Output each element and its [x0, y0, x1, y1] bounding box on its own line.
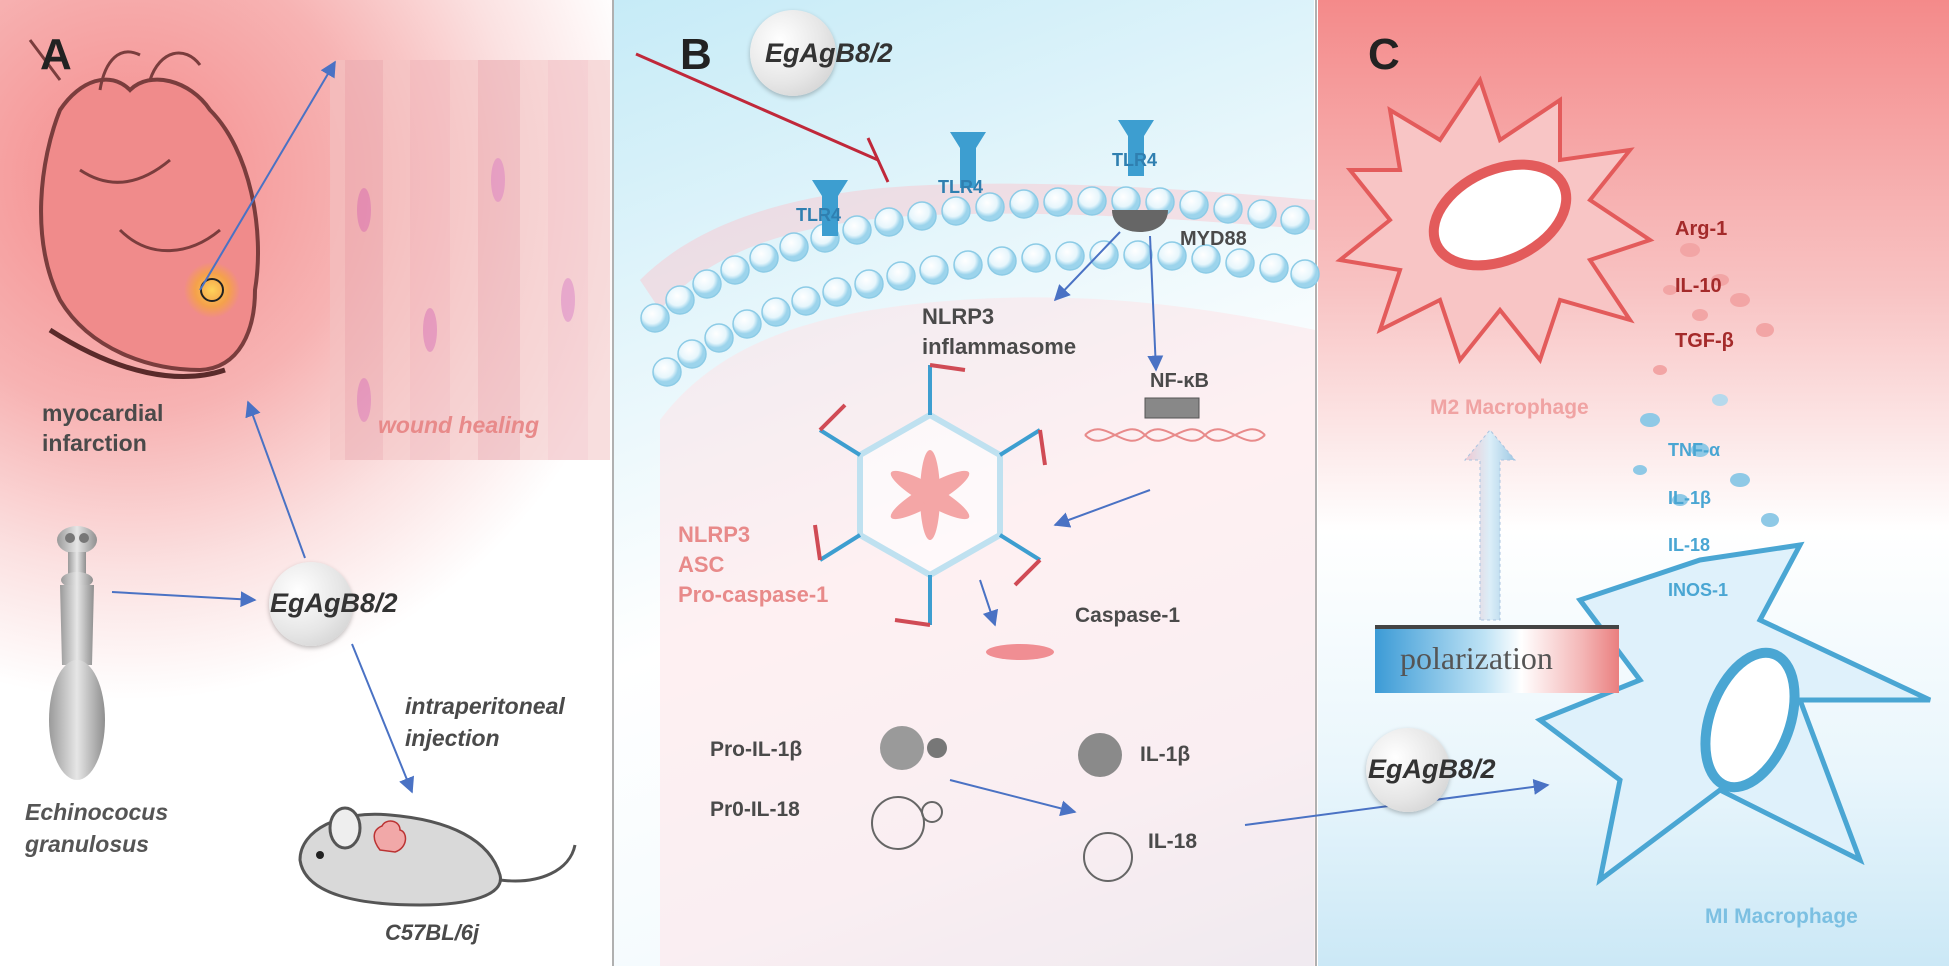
pro-il18-fragment — [921, 801, 943, 823]
tlr4-receptor-2 — [950, 132, 986, 188]
agent-label-c: EgAgB8/2 — [1368, 754, 1496, 784]
tlr4-receptor-3 — [1118, 120, 1154, 176]
arrow-mi-to-healing — [199, 60, 336, 291]
arrow-myd88-to-nfkb — [1147, 235, 1164, 372]
pro-il18-label: Pr0-IL-18 — [710, 798, 800, 821]
nfkb-box — [1144, 397, 1200, 419]
tlr4-receptor-1 — [812, 180, 848, 236]
il18-circle — [1083, 832, 1133, 882]
tlr4-label-3: TLR4 — [1112, 150, 1157, 170]
inhibition-bar — [866, 137, 890, 183]
agent-label-b: EgAgB8/2 — [765, 38, 893, 68]
muscle-fibres — [330, 60, 610, 460]
inflammasome-components-label: NLRP3 ASC Pro-caspase-1 — [678, 522, 829, 607]
cytokine-droplets — [1633, 243, 1779, 527]
wound-healing-label: wound healing — [378, 412, 539, 438]
m2-macrophage-label: M2 Macrophage — [1430, 396, 1589, 419]
pro-il1b-label: Pro-IL-1β — [710, 738, 803, 761]
il1b-label: IL-1β — [1140, 743, 1191, 766]
myd88-label: MYD88 — [1180, 228, 1247, 250]
arrow-parasite-to-agent — [111, 591, 257, 608]
infarct-spot — [184, 262, 240, 318]
myocardial-infarction-label: myocardial infarction — [42, 400, 164, 456]
arrow-to-caspase — [979, 579, 999, 627]
myd88-shape — [1112, 210, 1168, 232]
heart-icon — [28, 39, 260, 379]
parasite-label: Echinococus granulosus — [25, 799, 169, 857]
agent-bubble-b — [750, 10, 836, 96]
arrow-myd88-to-nlrp3 — [1053, 231, 1121, 302]
inflammasome-icon — [813, 363, 1047, 627]
inhibition-line — [635, 52, 879, 162]
pro-il1b-fragment — [927, 738, 947, 758]
panel-b-letter: B — [680, 30, 712, 79]
agent-bubble-c — [1366, 728, 1450, 812]
lipid-bilayer — [640, 186, 1320, 387]
m1-macrophage-icon — [1534, 541, 1932, 886]
polarization-label: polarization — [1400, 640, 1553, 676]
divider-a-b — [612, 0, 614, 966]
tlr4-label-1: TLR4 — [796, 205, 841, 225]
caspase-1-shape — [986, 644, 1054, 660]
arrow-nfkb-to-inflammasome — [1053, 489, 1151, 528]
injection-label: intraperitoneal injection — [405, 693, 565, 751]
m1-marker-il1b: IL-1β — [1668, 488, 1711, 508]
arrow-pro-to-mature — [949, 779, 1077, 817]
mouse-strain-label: C57BL/6j — [385, 920, 480, 945]
m2-macrophage-icon — [1335, 75, 1655, 365]
il1b-circle — [1078, 733, 1122, 777]
pro-il18-circle — [871, 796, 925, 850]
panel-c-letter: C — [1368, 30, 1400, 79]
il18-label: IL-18 — [1148, 830, 1198, 853]
nfkb-label: NF-κB — [1150, 370, 1209, 392]
arrow-agent-to-mouse — [351, 643, 415, 794]
m1-macrophage-label: MI Macrophage — [1705, 905, 1858, 928]
polarization-box — [1375, 625, 1619, 693]
echinococcus-icon — [49, 526, 105, 780]
caspase-1-label: Caspase-1 — [1075, 604, 1181, 627]
pro-il1b-circle — [880, 726, 924, 770]
m1-marker-inos1: INOS-1 — [1668, 580, 1729, 600]
cytoplasm-region — [660, 297, 1315, 966]
dna-strand-2 — [1084, 428, 1266, 442]
m1-marker-tnfa: TNF-α — [1668, 440, 1721, 460]
m2-marker-il10: IL-10 — [1675, 275, 1722, 297]
m2-marker-arg1: Arg-1 — [1675, 218, 1728, 240]
m2-marker-tgfb: TGF-β — [1675, 330, 1734, 352]
nlrp3-inflammasome-label: NLRP3 inflammasome — [922, 304, 1077, 359]
arrow-agent-to-mi — [245, 400, 306, 559]
mouse-icon — [298, 806, 577, 907]
polarization-arrow — [1463, 429, 1517, 621]
agent-bubble-a — [269, 562, 353, 646]
m1-marker-il18: IL-18 — [1668, 535, 1711, 555]
agent-label-a: EgAgB8/2 — [270, 588, 398, 618]
divider-b-c — [1315, 0, 1317, 966]
tlr4-label-2: TLR4 — [938, 177, 983, 197]
panel-a-letter: A — [40, 30, 72, 79]
